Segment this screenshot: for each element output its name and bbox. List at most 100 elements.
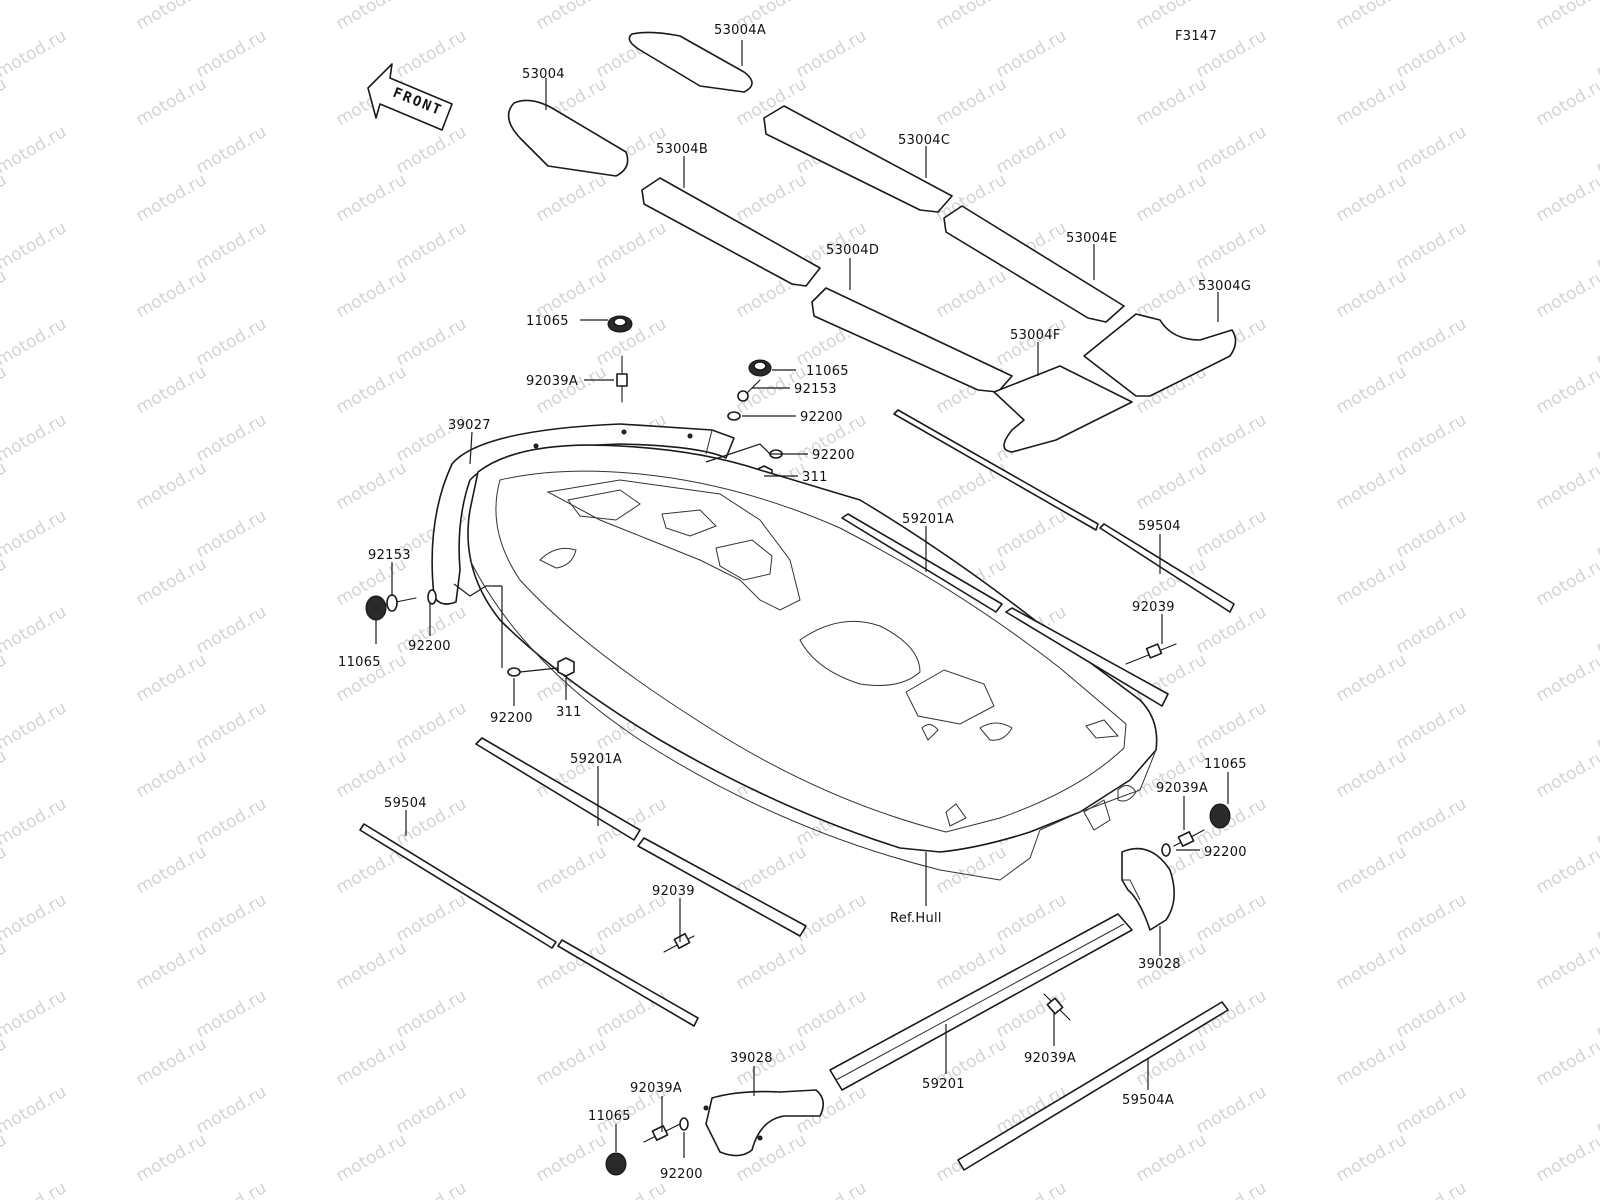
screw-92153-top-icon[interactable] (737, 379, 761, 402)
watermark-text: motod.ru (1533, 74, 1600, 130)
label-92039A-lower-left: 92039A (630, 1081, 682, 1096)
watermark-text: motod.ru (333, 362, 411, 418)
watermark-text: motod.ru (593, 1178, 671, 1200)
watermark-text: motod.ru (133, 266, 211, 322)
watermark-text: motod.ru (0, 1178, 70, 1200)
watermark-text: motod.ru (193, 1178, 271, 1200)
watermark-text: motod.ru (133, 938, 211, 994)
rub-rail-59201[interactable] (829, 913, 1133, 1091)
watermark-text: motod.ru (0, 842, 10, 898)
rivet-92039A-lower-right-icon[interactable] (1043, 993, 1071, 1021)
watermark-text: motod.ru (1133, 74, 1211, 130)
mat-53004G[interactable] (1083, 313, 1237, 397)
bumper-39028-lower[interactable] (703, 1089, 824, 1157)
watermark-text: motod.ru (193, 26, 271, 82)
watermark-text: motod.ru (1333, 1034, 1411, 1090)
label-39027: 39027 (448, 418, 491, 433)
watermark-text: motod.ru (0, 938, 10, 994)
rivet-92039A-lower-left-icon[interactable] (643, 1123, 681, 1143)
watermark-text: motod.ru (133, 1034, 211, 1090)
watermark-text: motod.ru (533, 0, 611, 34)
rivet-92039A-top-icon[interactable] (616, 355, 628, 403)
watermark-text: motod.ru (1393, 506, 1471, 562)
rivet-92039-right-icon[interactable] (1125, 643, 1177, 665)
watermark-text: motod.ru (1333, 362, 1411, 418)
watermark-text: motod.ru (1533, 362, 1600, 418)
watermark-text: motod.ru (0, 458, 10, 514)
watermark-text: motod.ru (1533, 842, 1600, 898)
watermark-text: motod.ru (133, 842, 211, 898)
nut-311-lower-left-icon[interactable] (557, 657, 575, 677)
watermark-text: motod.ru (1193, 794, 1271, 850)
watermark-text: motod.ru (1533, 650, 1600, 706)
label-92153-top: 92153 (794, 382, 837, 397)
grommet-11065-top-left-icon[interactable] (607, 315, 633, 333)
watermark-text: motod.ru (333, 1034, 411, 1090)
washer-92200-right-icon[interactable] (1161, 843, 1171, 857)
gunwale-trim-59504-left[interactable] (359, 823, 699, 1027)
watermark-text: motod.ru (1533, 1034, 1600, 1090)
bumper-39028-right[interactable] (1121, 847, 1175, 931)
watermark-text: motod.ru (0, 74, 10, 130)
watermark-text: motod.ru (393, 314, 471, 370)
gunwale-trim-59504A[interactable] (957, 1001, 1229, 1171)
grommet-11065-lower-icon[interactable] (605, 1152, 627, 1176)
watermark-text: motod.ru (0, 1130, 10, 1186)
watermark-text: motod.ru (1333, 1130, 1411, 1186)
label-311-lower-left: 311 (556, 705, 582, 720)
grommet-11065-top-right-icon[interactable] (748, 359, 772, 377)
watermark-text: motod.ru (1533, 458, 1600, 514)
watermark-text: motod.ru (533, 1034, 611, 1090)
label-59201A-right: 59201A (902, 512, 954, 527)
watermark-text: motod.ru (193, 602, 271, 658)
rivet-92039-left-icon[interactable] (663, 932, 695, 953)
watermark-text: motod.ru (0, 698, 70, 754)
grommet-11065-right-icon[interactable] (1209, 803, 1231, 829)
washer-92200-top-a-icon[interactable] (727, 411, 741, 421)
watermark-text: motod.ru (1193, 506, 1271, 562)
label-92200-top-a: 92200 (800, 410, 843, 425)
label-59504-left: 59504 (384, 796, 427, 811)
mat-53004C[interactable] (763, 105, 953, 213)
watermark-text: motod.ru (1533, 938, 1600, 994)
watermark-text: motod.ru (0, 170, 10, 226)
label-ref-hull: Ref.Hull (890, 911, 942, 926)
watermark-text: motod.ru (533, 1130, 611, 1186)
label-53004: 53004 (522, 67, 565, 82)
mat-53004E[interactable] (943, 205, 1125, 323)
watermark-text: motod.ru (0, 506, 70, 562)
mat-53004A[interactable] (628, 31, 753, 93)
gunwale-trim-59504-right[interactable] (893, 409, 1235, 613)
watermark-text: motod.ru (933, 0, 1011, 34)
watermark-text: motod.ru (733, 170, 811, 226)
mat-53004F[interactable] (993, 365, 1133, 453)
watermark-text: motod.ru (0, 410, 70, 466)
washer-92200-lower-left-icon[interactable] (507, 667, 521, 677)
rivet-92039A-right-icon[interactable] (1173, 829, 1205, 847)
rub-rail-59201A-right[interactable] (841, 513, 1169, 707)
mat-53004B[interactable] (641, 177, 821, 287)
label-92200-lower: 92200 (660, 1167, 703, 1182)
label-11065-top-left: 11065 (526, 314, 569, 329)
grommet-11065-left-icon[interactable] (365, 595, 387, 621)
screw-92153-left-icon[interactable] (385, 594, 417, 612)
rub-rail-59201A-left[interactable] (475, 737, 807, 937)
mat-53004[interactable] (507, 99, 629, 177)
watermark-text: motod.ru (333, 938, 411, 994)
watermark-text: motod.ru (0, 554, 10, 610)
washer-92200-lower-icon[interactable] (679, 1117, 689, 1131)
watermark-text: motod.ru (1333, 266, 1411, 322)
washer-92200-left-icon[interactable] (427, 589, 437, 605)
label-53004C: 53004C (898, 133, 950, 148)
watermark-text: motod.ru (993, 506, 1071, 562)
watermark-text: motod.ru (1393, 794, 1471, 850)
watermark-text: motod.ru (0, 26, 70, 82)
watermark-text: motod.ru (133, 458, 211, 514)
watermark-text: motod.ru (193, 410, 271, 466)
label-39028-right: 39028 (1138, 957, 1181, 972)
watermark-text: motod.ru (193, 314, 271, 370)
label-53004A: 53004A (714, 23, 766, 38)
watermark-text: motod.ru (1393, 218, 1471, 274)
watermark-text: motod.ru (1393, 410, 1471, 466)
watermark-text: motod.ru (393, 218, 471, 274)
